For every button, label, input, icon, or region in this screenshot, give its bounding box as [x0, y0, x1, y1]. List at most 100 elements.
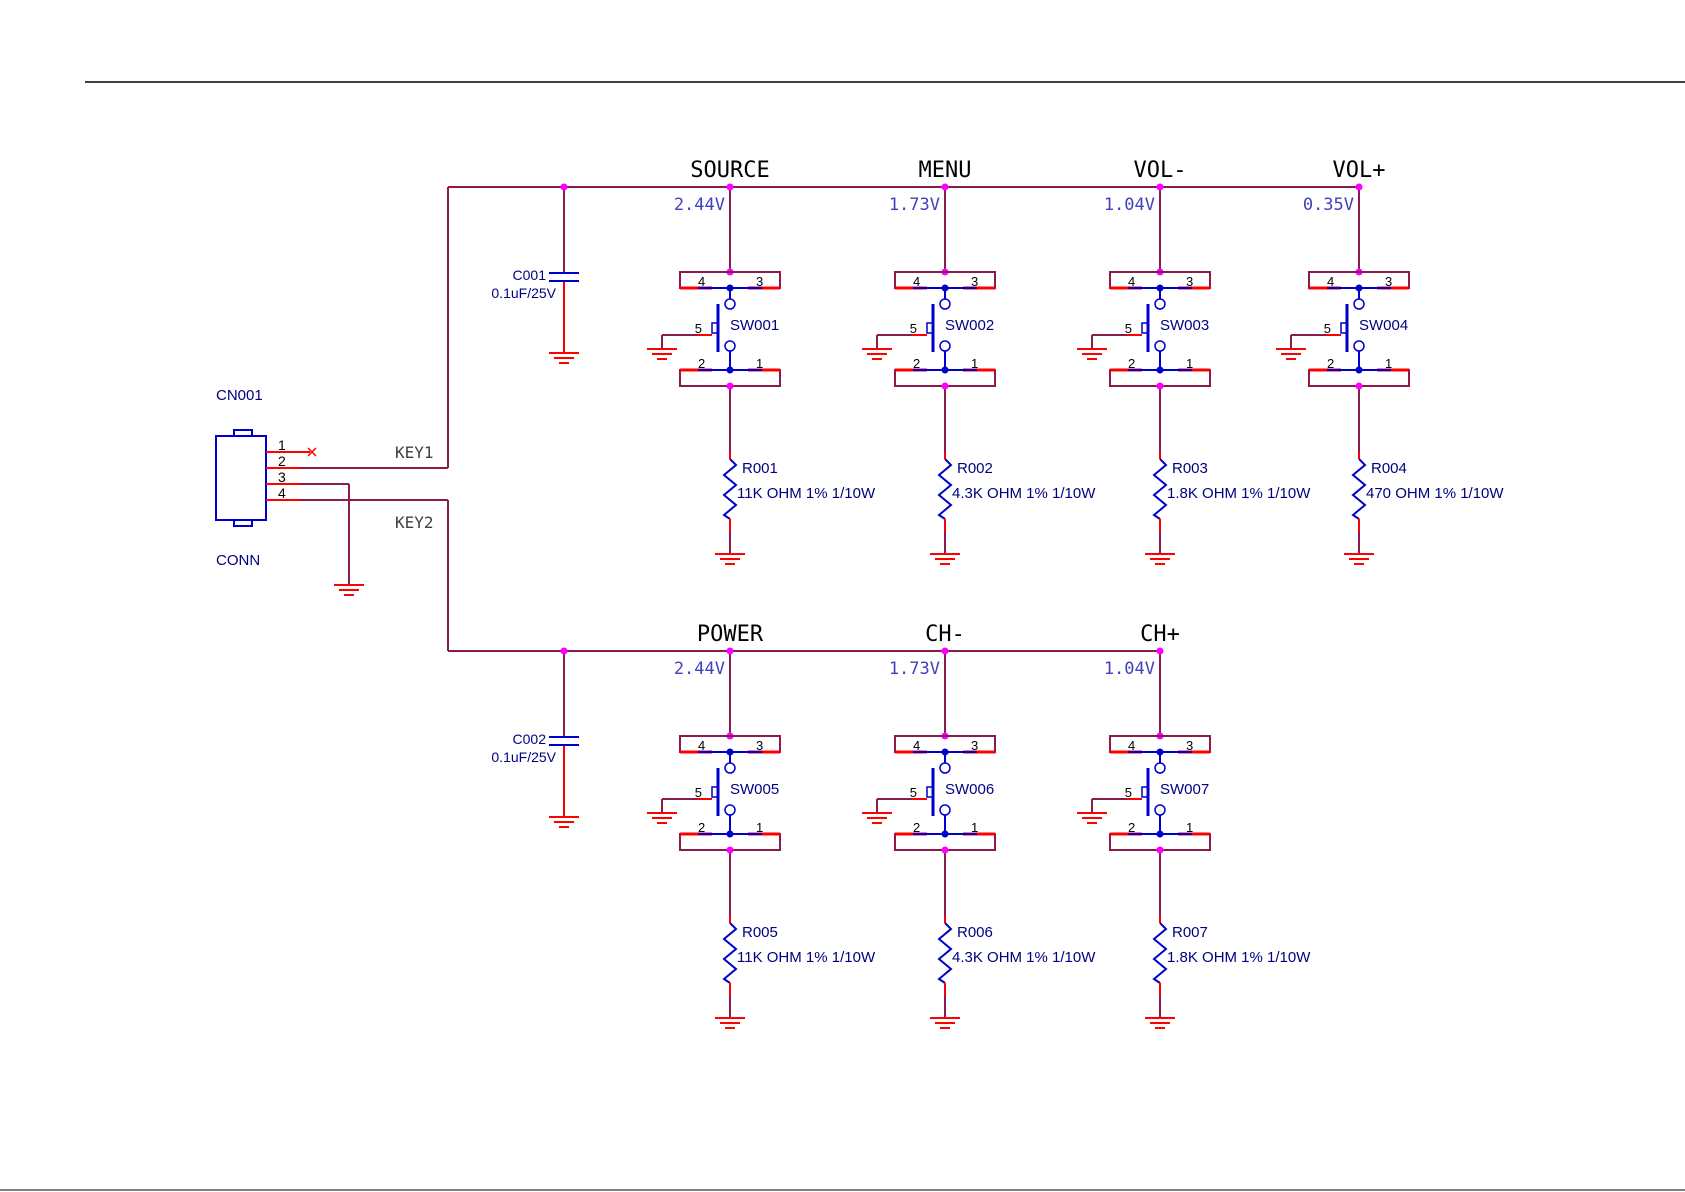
ground-icon	[1077, 348, 1107, 360]
connector-value: CONN	[216, 552, 260, 569]
switch-actuator-block	[926, 322, 934, 334]
junction-dot	[941, 382, 949, 390]
switch-pin-number: 5	[1125, 785, 1132, 800]
net-label-key2: KEY2	[395, 513, 434, 532]
switch-contact	[724, 340, 736, 352]
resistor-zigzag	[937, 458, 953, 520]
key-name-label: POWER	[697, 622, 764, 647]
switch-ref: SW005	[730, 781, 779, 798]
switch-pin-number: 2	[1128, 820, 1135, 835]
switch-contact	[1353, 298, 1365, 310]
switch-pin-number: 2	[913, 820, 920, 835]
capacitor-ref: C002	[513, 731, 547, 747]
key-name-label: VOL+	[1333, 158, 1386, 183]
switch-pin-number: 2	[1128, 356, 1135, 371]
connector-pin-number: 1	[278, 437, 286, 453]
resistor-zigzag	[722, 458, 738, 520]
connector-pin-number: 3	[278, 469, 286, 485]
switch-pin-number: 3	[756, 738, 763, 753]
switch-ref: SW004	[1359, 317, 1408, 334]
capacitor-value: 0.1uF/25V	[491, 749, 556, 765]
switch-contact	[1154, 298, 1166, 310]
junction-dot	[726, 382, 734, 390]
resistor-ref: R003	[1172, 460, 1208, 477]
switch-pin-number: 3	[756, 274, 763, 289]
ground-icon	[549, 352, 579, 364]
switch-pin-number: 5	[695, 321, 702, 336]
no-connect-mark	[307, 447, 317, 457]
connector-ref: CN001	[216, 387, 263, 404]
junction-dot	[1156, 647, 1164, 655]
resistor-zigzag	[1152, 922, 1168, 984]
junction-dot	[1156, 846, 1164, 854]
ground-icon	[1077, 812, 1107, 824]
switch-contact	[1154, 804, 1166, 816]
junction-dot	[941, 183, 949, 191]
resistor-ref: R002	[957, 460, 993, 477]
switch-pin-number: 4	[698, 274, 705, 289]
resistor-value: 4.3K OHM 1% 1/10W	[952, 949, 1096, 966]
switch-contact	[939, 298, 951, 310]
junction-dot	[1355, 183, 1363, 191]
switch-contact	[939, 762, 951, 774]
switch-actuator-block	[1340, 322, 1348, 334]
net-label-key1: KEY1	[395, 443, 434, 462]
switch-pin-number: 1	[971, 356, 978, 371]
ground-icon	[647, 812, 677, 824]
switch-ref: SW003	[1160, 317, 1209, 334]
resistor-zigzag	[722, 922, 738, 984]
resistor-value: 1.8K OHM 1% 1/10W	[1167, 949, 1311, 966]
node-voltage-label: 1.04V	[1104, 195, 1155, 215]
connector-tab	[233, 429, 253, 437]
switch-pin-number: 3	[971, 274, 978, 289]
switch-ref: SW001	[730, 317, 779, 334]
switch-pin-number: 2	[1327, 356, 1334, 371]
switch-pin-number: 3	[1186, 738, 1193, 753]
junction-dot	[726, 183, 734, 191]
ground-icon	[1276, 348, 1306, 360]
resistor-value: 11K OHM 1% 1/10W	[737, 485, 876, 502]
switch-contact	[939, 340, 951, 352]
switch-pin-number: 5	[1324, 321, 1331, 336]
resistor-ref: R001	[742, 460, 778, 477]
switch-pin-number: 4	[913, 274, 920, 289]
switch-actuator-block	[926, 786, 934, 798]
switch-contact	[724, 804, 736, 816]
switch-contact	[1154, 340, 1166, 352]
capacitor-ref: C001	[513, 267, 547, 283]
switch-pin-number: 1	[1186, 356, 1193, 371]
switch-actuator-block	[1141, 786, 1149, 798]
connector-tab	[233, 519, 253, 527]
resistor-value: 1.8K OHM 1% 1/10W	[1167, 485, 1311, 502]
node-voltage-label: 1.73V	[889, 195, 940, 215]
ground-icon	[862, 348, 892, 360]
switch-actuator-block	[1141, 322, 1149, 334]
connector-cn001	[215, 429, 267, 527]
node-voltage-label: 1.73V	[889, 659, 940, 679]
ground-icon	[715, 553, 745, 565]
switch-ref: SW006	[945, 781, 994, 798]
switch-pin-number: 5	[910, 321, 917, 336]
resistor-zigzag	[1152, 458, 1168, 520]
junction-dot	[941, 647, 949, 655]
junction-dot	[941, 846, 949, 854]
key-name-label: CH-	[925, 622, 965, 647]
resistor-value: 470 OHM 1% 1/10W	[1366, 485, 1504, 502]
junction-dot	[560, 647, 568, 655]
junction-dot	[726, 647, 734, 655]
resistor-value: 4.3K OHM 1% 1/10W	[952, 485, 1096, 502]
switch-pin-number: 4	[913, 738, 920, 753]
ground-icon	[1145, 1017, 1175, 1029]
ground-icon	[647, 348, 677, 360]
switch-contact	[939, 804, 951, 816]
wires-layer	[300, 186, 1360, 1018]
resistor-zigzag	[937, 922, 953, 984]
junction-dot	[560, 183, 568, 191]
switch-ref: SW007	[1160, 781, 1209, 798]
switch-contact	[724, 298, 736, 310]
junction-dot	[1156, 183, 1164, 191]
switch-pin-number: 1	[1385, 356, 1392, 371]
switch-actuator-block	[711, 322, 719, 334]
ground-icon	[1145, 553, 1175, 565]
junction-dot	[726, 846, 734, 854]
